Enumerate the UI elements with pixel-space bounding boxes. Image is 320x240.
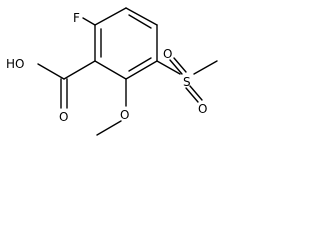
- ring-double-bond-c2-c3: [128, 14, 152, 29]
- bond-carboxyl-oh: [37, 63, 65, 80]
- molecule-drawing: F HO O O S O O: [6, 7, 218, 136]
- bond-ring-s: [156, 60, 181, 75]
- bond-c-f: [82, 17, 96, 26]
- atom-label-sulfur: S: [183, 75, 191, 89]
- ring-bond-c1-c2: [94, 7, 127, 26]
- atom-label-carbonyl-oxygen: O: [59, 110, 68, 124]
- atom-label-fluorine: F: [73, 11, 80, 25]
- bond-s-o-lower-1: [185, 87, 199, 103]
- ring-bond-c4-c5: [125, 60, 158, 80]
- atom-label-hydroxyl: HO: [6, 57, 24, 71]
- chemical-structure-diagram: F HO O O S O O: [0, 0, 229, 153]
- ring-bond-c5-c6: [94, 60, 127, 80]
- bond-ring-carboxyl: [63, 60, 96, 80]
- atom-label-sulfonyl-oxygen-1: O: [163, 47, 172, 61]
- bond-s-o-upper-2: [173, 57, 187, 73]
- atom-label-sulfonyl-oxygen-2: O: [198, 102, 207, 116]
- bond-s-methyl: [193, 60, 218, 75]
- bond-s-o-upper-1: [169, 59, 183, 75]
- ring-bond-c2-c3: [125, 7, 158, 26]
- atom-label-methoxy-oxygen: O: [120, 108, 129, 122]
- bond-s-o-lower-2: [189, 85, 203, 101]
- bond-methoxy-methyl: [96, 120, 122, 136]
- ring-double-bond-c4-c5: [128, 57, 152, 72]
